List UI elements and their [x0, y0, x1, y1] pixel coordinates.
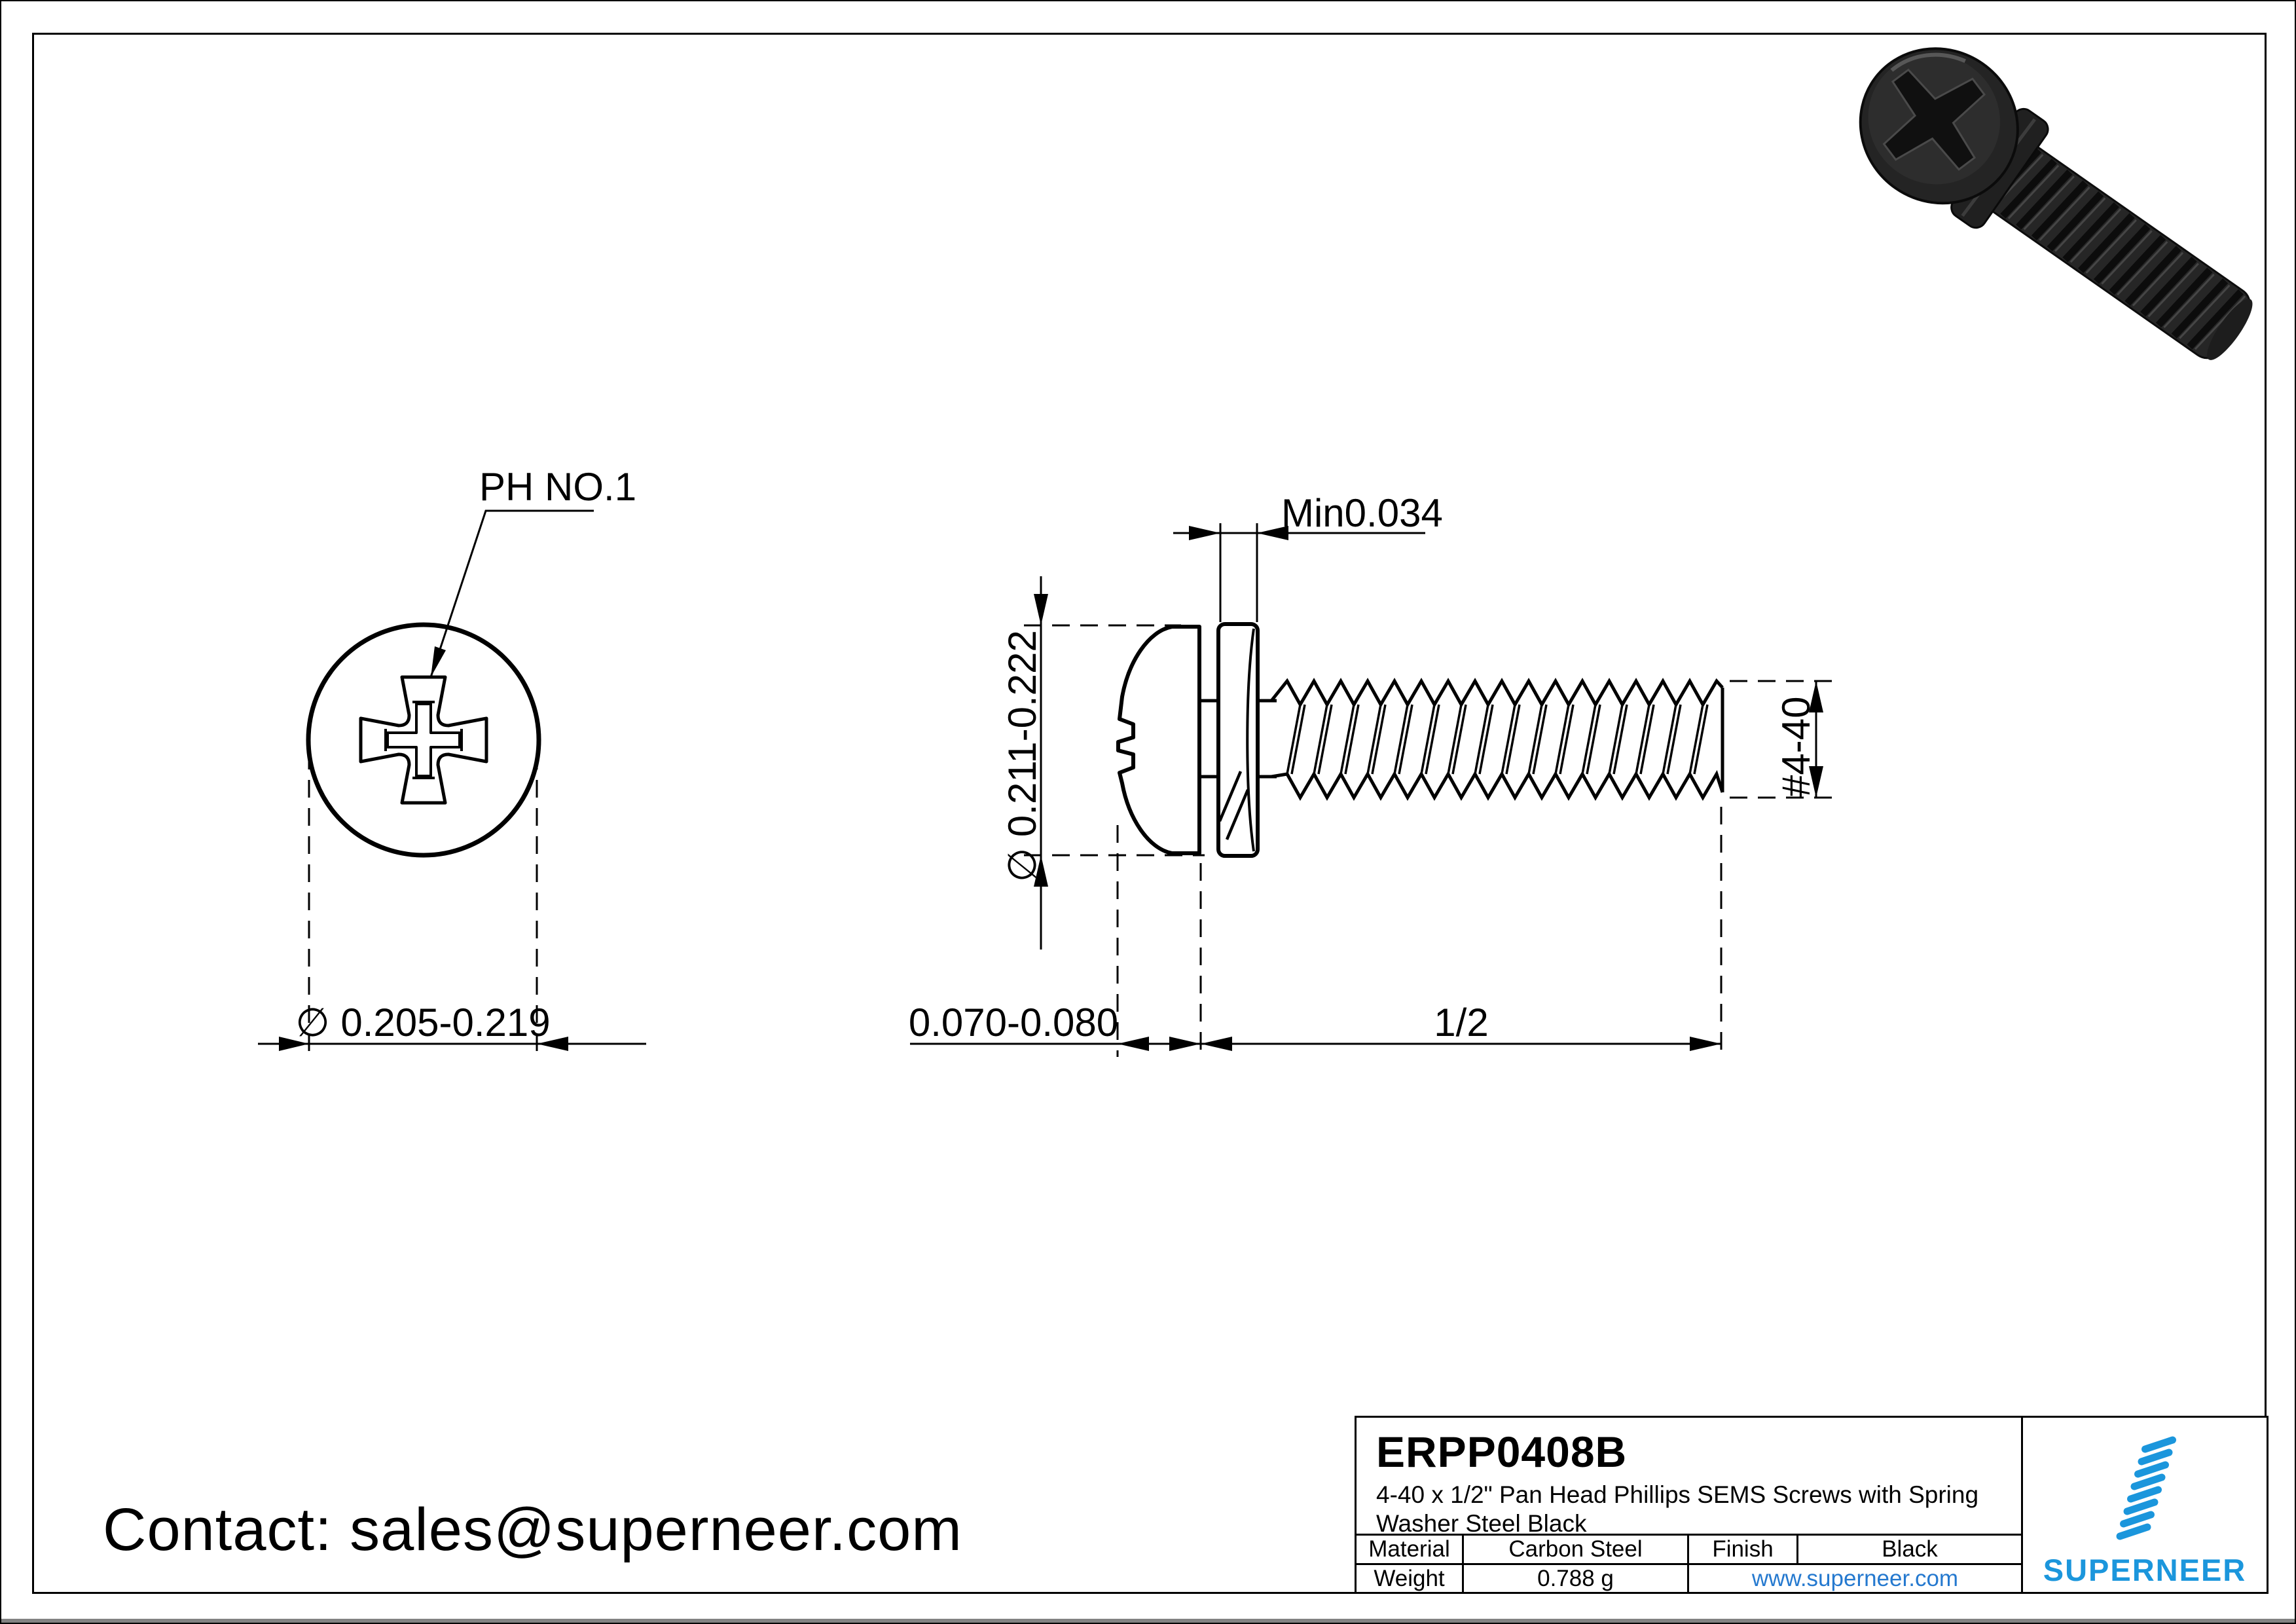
washer-thickness-text: Min0.034 — [1281, 491, 1443, 535]
thread-size-text: #4-40 — [1774, 697, 1818, 797]
recess-label: PH NO.1 — [479, 465, 636, 509]
render-washer-highlight — [1961, 118, 2036, 217]
part-number: ERPP0408B — [1376, 1428, 1628, 1476]
phillips-tip-chords — [384, 701, 463, 779]
phillips-cross-inner — [386, 703, 461, 777]
render-phillips-recess — [1882, 68, 1986, 171]
threaded-shank — [1270, 677, 1724, 802]
side-head-diameter-text: ∅ 0.211-0.222 — [1000, 630, 1044, 882]
finish-value: Black — [1796, 1536, 2021, 1563]
contact-email: Contact: sales@superneer.com — [103, 1496, 962, 1563]
bottom-dims: 0.070-0.080 1/2 — [909, 807, 1722, 1057]
render-head-highlight — [1890, 52, 1967, 72]
website-link: www.superneer.com — [1687, 1565, 2021, 1592]
sheet-bottom-edge — [1, 1619, 2295, 1623]
material-label: Material — [1368, 1536, 1450, 1562]
pan-head-profile — [1116, 625, 1201, 855]
brand-name: SUPERNEER — [2043, 1553, 2247, 1587]
side-view: ∅ 0.211-0.222 Min0.034 #4-40 — [909, 491, 1834, 1057]
part-description-line1: 4-40 x 1/2" Pan Head Phillips SEMS Screw… — [1376, 1481, 1979, 1508]
title-block: ERPP0408B 4-40 x 1/2" Pan Head Phillips … — [1355, 1416, 2269, 1594]
superneer-logo-icon — [2116, 1436, 2176, 1540]
washer-thickness-dim: Min0.034 — [1173, 491, 1443, 622]
weight-label: Weight — [1374, 1565, 1445, 1591]
spring-washer — [1216, 622, 1260, 858]
material-finish-row: Material Carbon Steel Finish Black — [1357, 1534, 2021, 1563]
thread-size-dim: #4-40 — [1730, 680, 1834, 799]
thread-length-text: 1/2 — [1434, 1001, 1488, 1044]
brand-cell: SUPERNEER — [2021, 1418, 2267, 1592]
recess-leader — [429, 509, 594, 678]
top-view-diameter-dim: ∅ 0.205-0.219 — [258, 752, 646, 1057]
weight-website-row: Weight 0.788 g www.superneer.com — [1357, 1563, 2021, 1592]
head-diameter-dim: ∅ 0.211-0.222 — [1000, 576, 1205, 950]
part-description-line2: Washer Steel Black — [1376, 1509, 1587, 1537]
weight-value: 0.788 g — [1462, 1565, 1687, 1592]
part-description: 4-40 x 1/2" Pan Head Phillips SEMS Screw… — [1376, 1481, 1978, 1538]
render-tip — [2207, 299, 2253, 360]
drawing-border-frame — [32, 33, 2267, 1594]
finish-label: Finish — [1687, 1536, 1796, 1563]
top-diameter-text: ∅ 0.205-0.219 — [295, 1001, 550, 1044]
material-value: Carbon Steel — [1462, 1536, 1687, 1563]
top-view: PH NO.1 ∅ 0.205-0.219 — [258, 465, 646, 1057]
head-height-text: 0.070-0.080 — [909, 1001, 1118, 1044]
